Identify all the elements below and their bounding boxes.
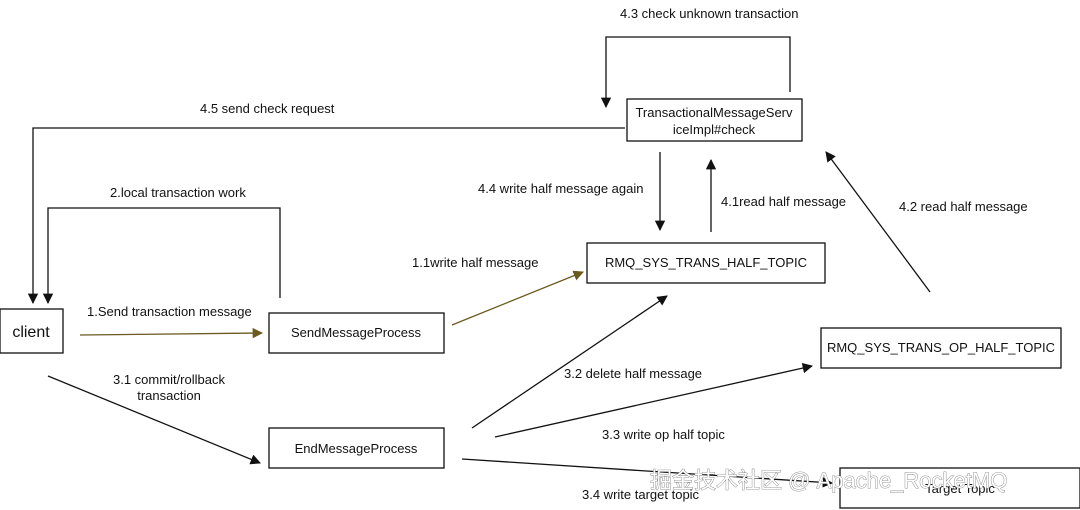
edge-send-check-request xyxy=(27,127,625,305)
edge-local-transaction-work xyxy=(42,207,281,305)
check-service-label-line1: TransactionalMessageServ xyxy=(635,105,793,120)
label-commit-rollback-line2: transaction xyxy=(137,388,201,403)
label-send-check-request: 4.5 send check request xyxy=(200,101,335,116)
half-topic-node: RMQ_SYS_TRANS_HALF_TOPIC xyxy=(586,242,826,284)
op-half-topic-node: RMQ_SYS_TRANS_OP_HALF_TOPIC xyxy=(820,327,1062,369)
label-local-transaction-work: 2.local transaction work xyxy=(110,185,246,200)
send-message-process-label: SendMessageProcess xyxy=(291,325,422,340)
target-topic-label: Target Topic xyxy=(925,481,995,496)
check-service-node: TransactionalMessageServ iceImpl#check xyxy=(626,98,803,142)
watermark-text: 掘金技术社区 @ Apache_RocketMQ xyxy=(650,468,1007,493)
label-commit-rollback-line1: 3.1 commit/rollback xyxy=(113,372,225,387)
edge-check-unknown xyxy=(600,36,791,109)
label-check-unknown: 4.3 check unknown transaction xyxy=(620,6,799,21)
op-half-topic-label: RMQ_SYS_TRANS_OP_HALF_TOPIC xyxy=(827,340,1055,355)
label-read-half-4-1: 4.1read half message xyxy=(721,194,846,209)
edge-write-op-half xyxy=(494,362,814,438)
label-send-transaction: 1.Send transaction message xyxy=(87,304,252,319)
client-node: client xyxy=(0,308,64,354)
edge-send-transaction xyxy=(79,327,264,339)
edge-delete-half xyxy=(471,295,668,429)
label-write-op-half: 3.3 write op half topic xyxy=(602,427,725,442)
edge-commit-rollback xyxy=(47,375,261,465)
end-message-process-label: EndMessageProcess xyxy=(295,441,418,456)
check-service-label-line2: iceImpl#check xyxy=(673,122,756,137)
send-message-process-node: SendMessageProcess xyxy=(268,312,445,354)
half-topic-label: RMQ_SYS_TRANS_HALF_TOPIC xyxy=(605,255,807,270)
label-write-half: 1.1write half message xyxy=(412,255,538,270)
edge-write-target xyxy=(461,458,834,488)
target-topic-node: Target Topic xyxy=(839,467,1080,509)
label-delete-half: 3.2 delete half message xyxy=(564,366,702,381)
label-write-target: 3.4 write target topic xyxy=(582,487,700,502)
edge-read-half-4-2 xyxy=(825,151,931,293)
label-read-half-4-2: 4.2 read half message xyxy=(899,199,1028,214)
client-label: client xyxy=(12,324,50,341)
end-message-process-node: EndMessageProcess xyxy=(268,427,445,469)
label-write-half-again: 4.4 write half message again xyxy=(478,181,643,196)
edge-write-half xyxy=(451,270,584,326)
